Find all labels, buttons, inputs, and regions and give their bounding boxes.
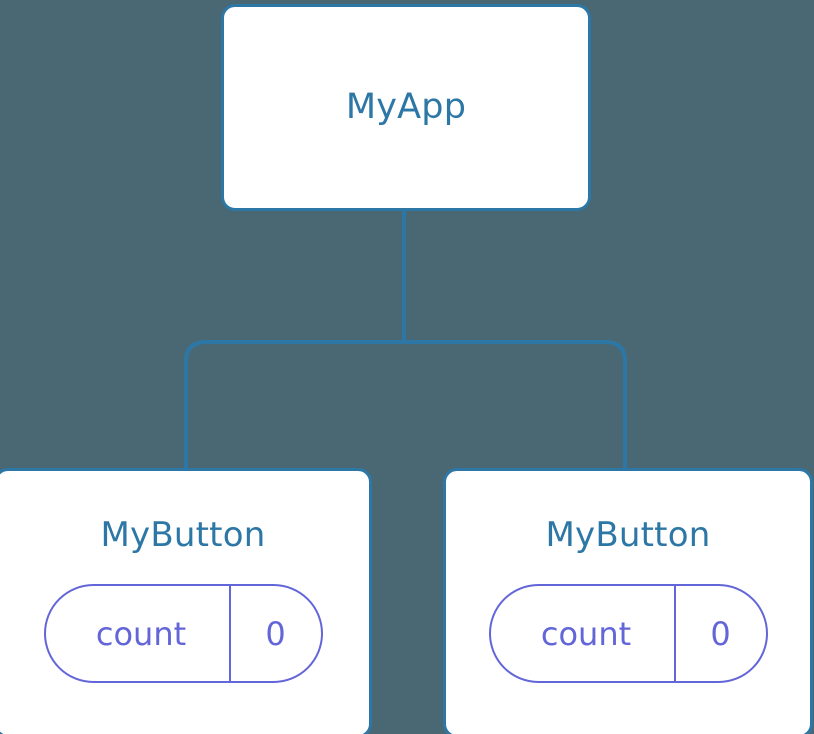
- node-mybutton-right[interactable]: MyButton count 0: [443, 468, 813, 734]
- node-mybutton-left[interactable]: MyButton count 0: [0, 468, 372, 734]
- edge-bus-to-children: [184, 340, 627, 470]
- node-myapp-label: MyApp: [345, 87, 467, 127]
- node-mybutton-right-label: MyButton: [545, 515, 711, 555]
- node-myapp[interactable]: MyApp: [221, 4, 591, 211]
- state-pill-right[interactable]: count 0: [488, 584, 768, 683]
- state-pill-left[interactable]: count 0: [43, 584, 323, 683]
- state-pill-right-key: count: [540, 614, 632, 653]
- node-mybutton-left-label: MyButton: [100, 515, 266, 555]
- state-pill-left-value: 0: [228, 586, 321, 681]
- state-pill-right-value: 0: [673, 586, 766, 681]
- state-pill-left-key: count: [95, 614, 187, 653]
